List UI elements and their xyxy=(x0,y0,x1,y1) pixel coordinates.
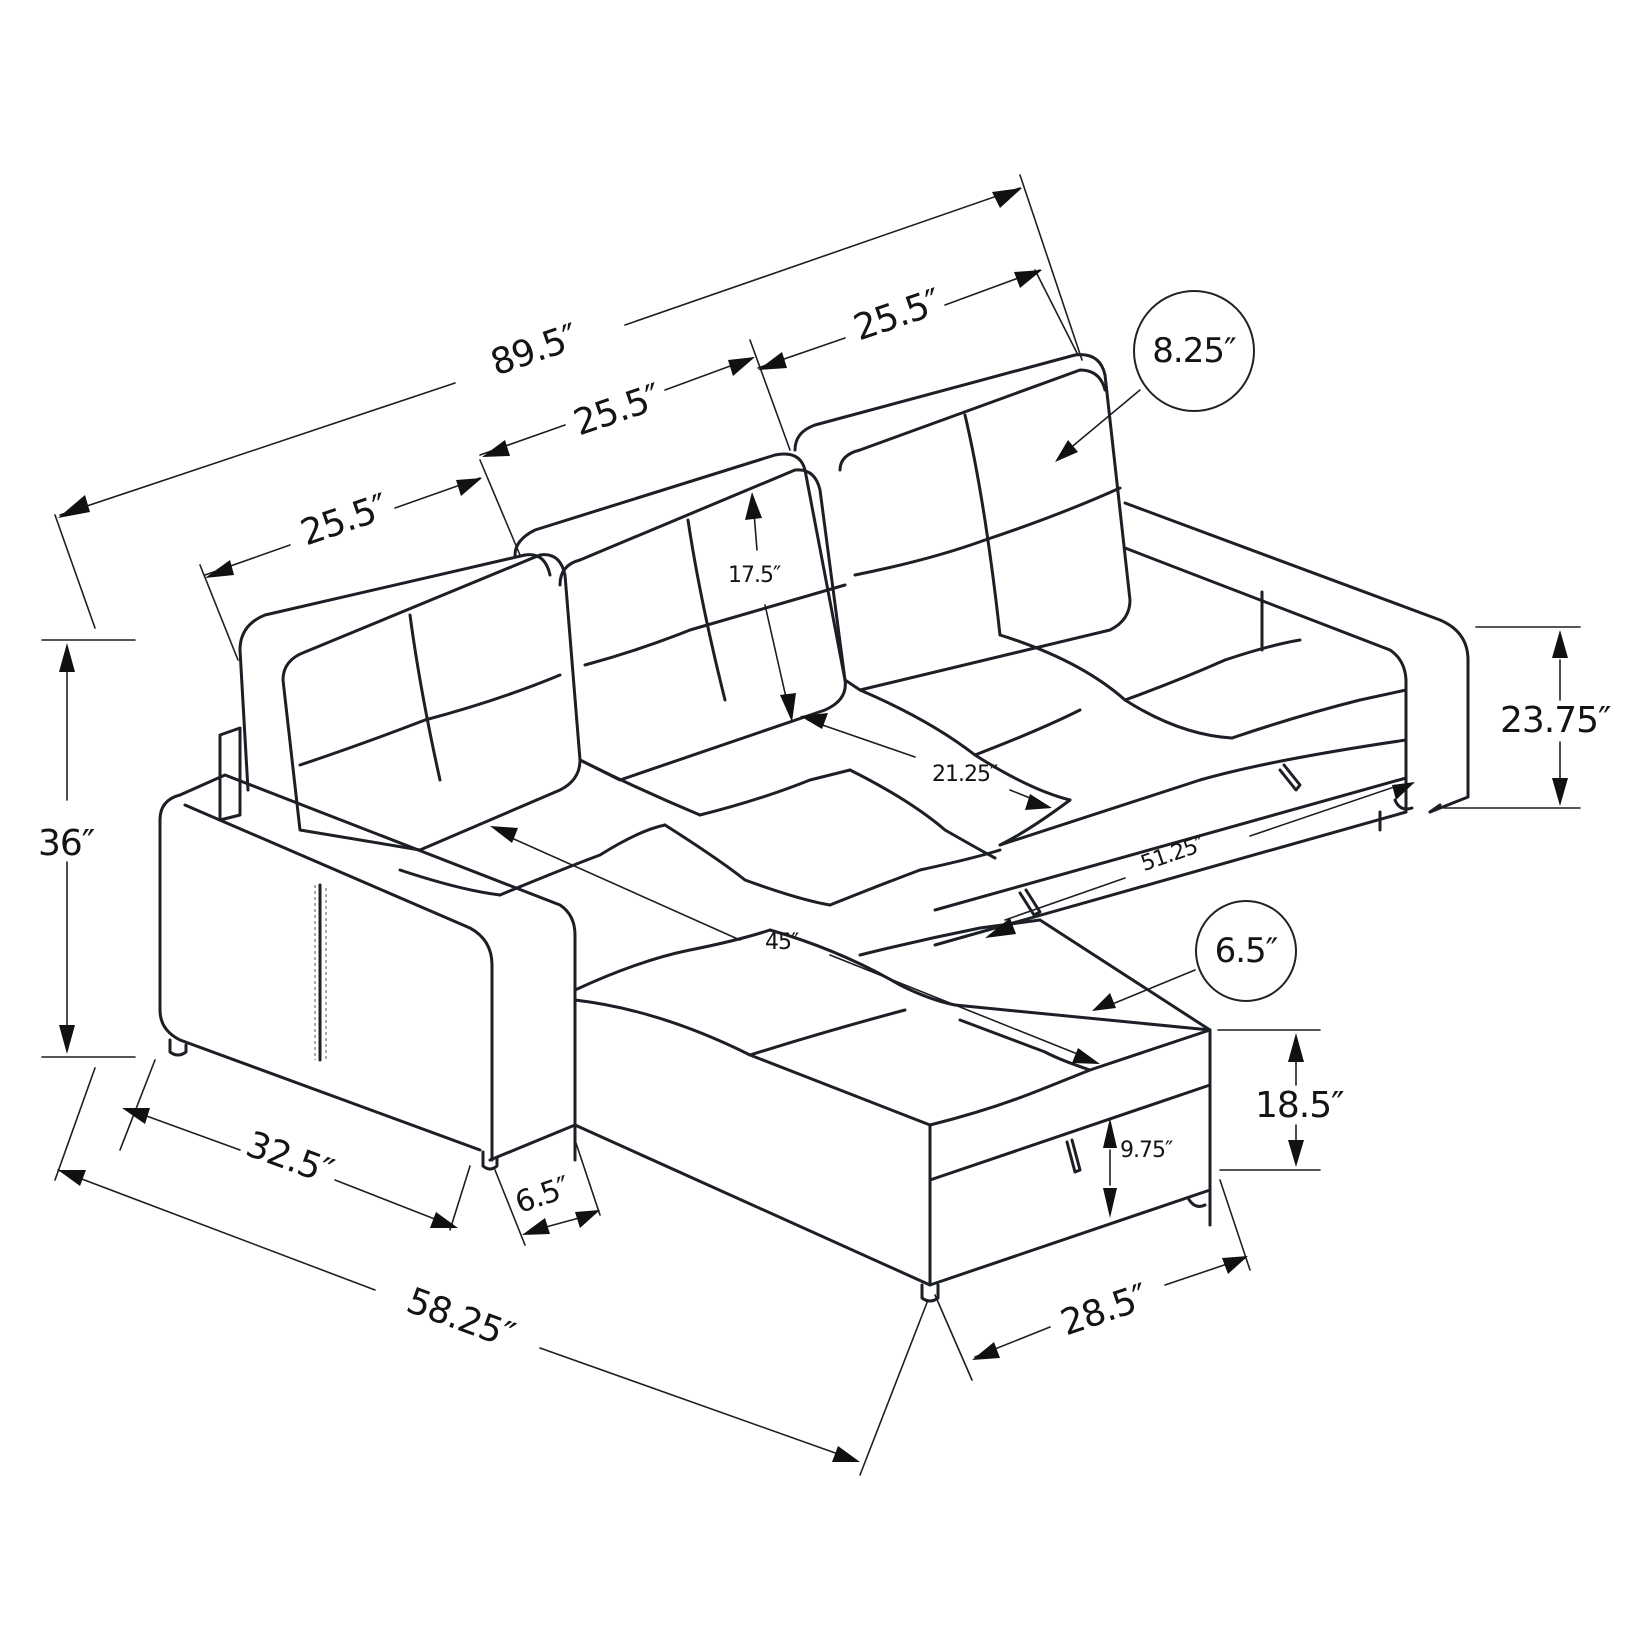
sofa-outline xyxy=(158,353,1470,1303)
back-cushion-height-label: 17.5″ xyxy=(728,563,781,588)
seat-height-label: 18.5″ xyxy=(1255,1085,1345,1126)
seat-depth-label: 21.25″ xyxy=(932,762,998,787)
overall-height-label: 36″ xyxy=(38,823,95,864)
chaise-cushion-thickness-label: 6.5″ xyxy=(1214,931,1279,971)
chaise-seat-length-label: 45″ xyxy=(765,930,799,955)
chaise-cushion-callout-circle: 6.5″ xyxy=(1195,900,1297,1002)
cushion-thickness-callout-circle: 8.25″ xyxy=(1133,290,1255,412)
back-cushion-thickness-label: 8.25″ xyxy=(1152,331,1236,371)
arm-height-label: 23.75″ xyxy=(1500,700,1612,741)
dimension-lines xyxy=(41,174,1581,1476)
under-clearance-label: 9.75″ xyxy=(1120,1138,1173,1163)
